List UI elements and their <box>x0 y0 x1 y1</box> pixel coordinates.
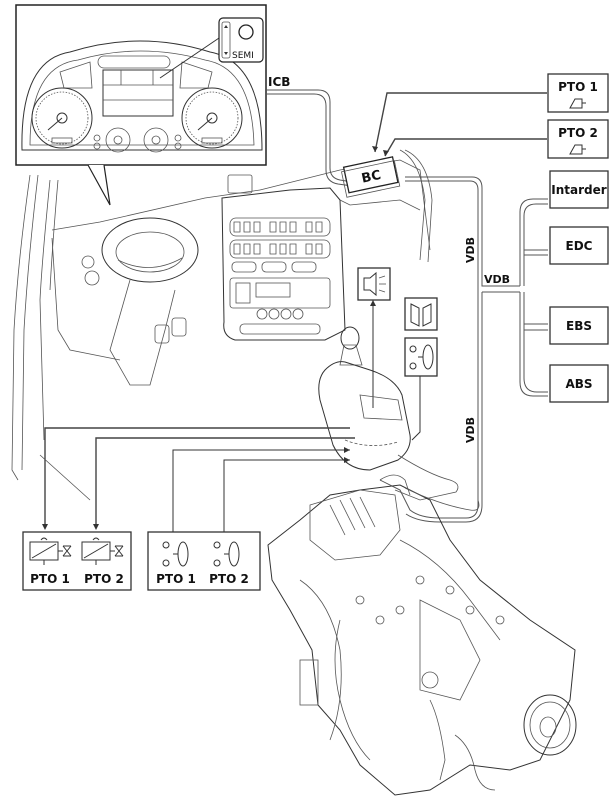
ecu-ebs-label: EBS <box>566 319 592 333</box>
pto-switch-1-label: PTO 1 <box>558 80 598 94</box>
vdb-label-middle: VDB <box>484 273 510 286</box>
ecu-abs-label: ABS <box>565 377 592 391</box>
semi-label: SEMI <box>232 51 254 61</box>
steering-wheel <box>101 217 199 283</box>
pto1-pressure-label: PTO 1 <box>156 572 196 586</box>
pto-pressure-indicator <box>404 337 438 377</box>
ecu-edc: EDC <box>549 226 609 265</box>
icb-bus: ICB <box>266 75 353 187</box>
vdb-label-lower: VDB <box>464 417 477 443</box>
pto1-valve-label: PTO 1 <box>30 572 70 586</box>
icb-label: ICB <box>268 75 290 89</box>
pto-switch-2-label: PTO 2 <box>558 126 598 140</box>
gearbox-illustration <box>267 474 577 796</box>
body-controller-module: BC <box>341 156 401 198</box>
output-flange <box>523 694 577 756</box>
tachometer-gauge <box>181 87 243 149</box>
buzzer-indicator <box>357 267 391 301</box>
manoeuvre-icon <box>410 303 432 327</box>
center-console <box>221 174 346 341</box>
bc-label: BC <box>360 168 382 187</box>
pto1-switch-connector <box>374 92 547 153</box>
pto-control-wires <box>39 427 355 545</box>
pressure-switch-icon <box>177 541 189 567</box>
ecu-ebs: EBS <box>549 306 609 345</box>
pressure-switch-icon <box>228 541 240 567</box>
semi-mode-indicator: SEMI <box>218 17 264 63</box>
instrument-cluster-inset: SEMI <box>15 4 267 206</box>
pto-switch-icon <box>569 98 586 109</box>
pto2-pressure-label: PTO 2 <box>209 572 249 586</box>
vdb-label-upper: VDB <box>464 237 477 263</box>
pto-switch-1: PTO 1 <box>547 73 609 113</box>
gear-shifter <box>318 326 459 501</box>
arrowhead-icon <box>42 524 48 530</box>
pto2-solenoid-valve <box>81 537 124 565</box>
buzzer-icon <box>363 271 377 297</box>
pressure-switch-icon <box>422 344 434 370</box>
vdb-bus: VDB VDB VDB <box>379 176 548 523</box>
ecu-edc-label: EDC <box>566 239 593 253</box>
ecu-intarder-label: Intarder <box>551 183 606 197</box>
pto1-pressure-switch <box>162 541 189 567</box>
pto2-switch-connector <box>384 138 547 157</box>
pto-switch-2: PTO 2 <box>547 119 609 159</box>
pressure-indicator-connector <box>411 376 421 441</box>
arrowhead-icon <box>372 146 378 152</box>
speedometer-gauge <box>31 87 93 149</box>
pto1-solenoid-valve <box>29 537 72 565</box>
arrowhead-icon <box>93 524 99 530</box>
arrowhead-icon <box>370 300 376 306</box>
ecu-intarder: Intarder <box>549 170 609 209</box>
pto-valves-box: PTO 1 PTO 2 <box>22 531 132 591</box>
cab-interior-illustration <box>11 149 433 481</box>
pto-pressure-switches-box: PTO 1 PTO 2 <box>147 531 261 591</box>
semi-mode-lamp-icon <box>238 24 254 40</box>
pto-switch-icon <box>569 144 586 155</box>
manoeuvre-indicator <box>404 297 438 331</box>
pto2-valve-label: PTO 2 <box>84 572 124 586</box>
pto2-pressure-switch <box>213 541 240 567</box>
arrowhead-icon <box>383 150 389 156</box>
ecu-abs: ABS <box>549 364 609 403</box>
gear-range-indicator-icon <box>221 21 231 59</box>
